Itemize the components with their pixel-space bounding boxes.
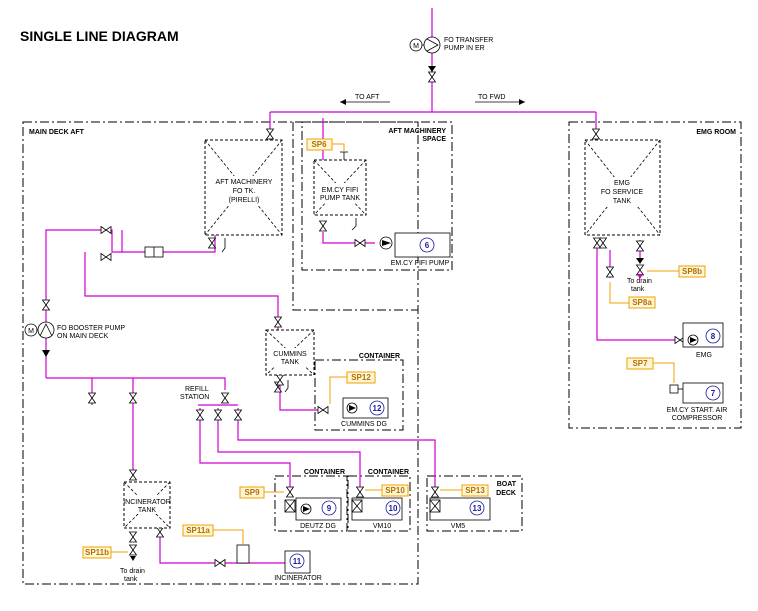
- zone-main-deck-aft: [22, 121, 419, 585]
- zone-label-boat-deck-2: DECK: [496, 490, 516, 497]
- zone-divider: [292, 122, 418, 311]
- consumer-number-fifi: 6: [425, 241, 430, 250]
- tank-fifi-label-2: PUMP TANK: [320, 195, 360, 202]
- consumer-deutz-dg: [284, 497, 342, 521]
- sample-point-sp8a: [609, 282, 656, 309]
- consumer-label-vm5: VM5: [451, 523, 466, 530]
- consumer-number-vm5: 13: [473, 504, 482, 513]
- consumer-label-vm10: VM10: [373, 523, 391, 530]
- consumer-label-compressor-1: EM.CY START. AIR: [667, 407, 728, 414]
- fo-booster-pump: [24, 321, 55, 339]
- drain-valve-aft: [221, 238, 226, 253]
- consumer-number-deutz: 9: [327, 504, 332, 513]
- sample-point-sp8b-label: SP8b: [682, 267, 702, 276]
- flow-arrow-fwd: [475, 99, 525, 105]
- zone-label-aft-machinery-2: SPACE: [422, 136, 446, 143]
- tank-aft-machinery-label-1: AFT MACHINERY: [216, 179, 273, 186]
- flow-label-to-fwd: TO FWD: [478, 94, 505, 101]
- booster-pump-motor-label: M: [28, 328, 34, 335]
- consumer-label-incinerator: INCINERATOR: [274, 575, 322, 582]
- consumer-label-fifi: EM.CY FIFI PUMP: [391, 260, 450, 267]
- consumer-emg: [682, 322, 724, 348]
- consumer-number-vm10: 10: [389, 504, 398, 513]
- consumer-number-compressor: 7: [711, 389, 716, 398]
- sample-point-sp13: [440, 484, 489, 497]
- sample-point-sp6: [306, 138, 345, 152]
- tank-cummins-label-2: TANK: [281, 359, 299, 366]
- tank-aft-machinery-label-2: FO TK.: [233, 188, 255, 195]
- sample-point-sp10-label: SP10: [385, 486, 405, 495]
- tank-cummins-label-1: CUMMINS: [273, 351, 307, 358]
- zone-aft-machinery-space: [301, 121, 453, 271]
- consumer-number-incinerator: 11: [293, 557, 302, 566]
- tank-emg-label-2: FO SERVICE: [601, 189, 644, 196]
- tank-fifi-label-1: EM.CY FIFI: [322, 187, 358, 194]
- consumer-label-emg: EMG: [696, 352, 712, 359]
- drain-label-emg-2: tank: [631, 286, 645, 293]
- consumer-cummins-dg: [342, 397, 389, 419]
- consumer-air-compressor: [669, 382, 724, 404]
- sample-point-sp11a-label: SP11a: [186, 526, 210, 535]
- zone-label-emg-room: EMG ROOM: [696, 129, 736, 136]
- sample-point-sp7-label: SP7: [632, 359, 648, 368]
- refill-station-label-1: REFILL: [185, 386, 209, 393]
- flow-label-to-aft: TO AFT: [355, 94, 380, 101]
- booster-pump-label-2: ON MAIN DECK: [57, 333, 109, 340]
- zone-container-vm10: [347, 475, 411, 532]
- sample-point-sp12: [329, 371, 376, 404]
- consumer-label-compressor-2: COMPRESSOR: [672, 415, 723, 422]
- pipe-network: [45, 8, 678, 564]
- consumer-incinerator: [236, 544, 311, 574]
- check-valve-booster: [42, 350, 50, 357]
- consumer-number-emg: 8: [711, 332, 716, 341]
- sample-point-sp12-label: SP12: [351, 373, 371, 382]
- sample-point-sp7: [626, 357, 675, 383]
- check-valve-emg: [636, 258, 644, 264]
- tank-aft-machinery-label-3: (PIRELLI): [229, 197, 260, 204]
- booster-pump-label-1: FO BOOSTER PUMP: [57, 325, 125, 332]
- transfer-pump-label-2: PUMP IN ER: [444, 45, 485, 52]
- fo-transfer-pump: [409, 36, 441, 54]
- consumer-number-cummins: 12: [373, 404, 382, 413]
- sample-point-sp10: [365, 484, 409, 497]
- sample-point-sp6-label: SP6: [311, 140, 327, 149]
- tank-emg-label-1: EMG: [614, 180, 630, 187]
- transfer-pump-label-1: FO TRANSFER: [444, 37, 493, 44]
- flow-arrow-aft: [340, 99, 390, 105]
- sample-point-sp8a-label: SP8a: [632, 298, 652, 307]
- zone-boat-deck: [426, 475, 523, 532]
- consumer-fifi-pump: [379, 232, 451, 258]
- sample-point-sp11b-label: SP11b: [85, 548, 109, 557]
- check-valve-transfer: [428, 66, 436, 72]
- zone-label-container-vm10: CONTAINER: [368, 469, 409, 476]
- consumer-label-cummins: CUMMINS DG: [341, 421, 387, 428]
- sample-point-sp9-label: SP9: [244, 488, 260, 497]
- zone-label-boat-deck-1: BOAT: [497, 481, 517, 488]
- sample-point-sp11a: [182, 524, 244, 545]
- zone-label-main-deck-aft: MAIN DECK AFT: [29, 129, 85, 136]
- zone-emg-room: [568, 121, 742, 429]
- sample-point-sp8b: [647, 265, 706, 278]
- zone-label-aft-machinery-1: AFT MACHINERY: [388, 128, 446, 135]
- consumer-label-deutz: DEUTZ DG: [300, 523, 336, 530]
- sample-point-sp13-label: SP13: [465, 486, 485, 495]
- sample-point-sp11b: [82, 546, 128, 559]
- drain-label-emg-1: To drain: [627, 278, 652, 285]
- zone-label-container-deutz: CONTAINER: [304, 469, 345, 476]
- zone-container-deutz: [274, 475, 348, 532]
- zone-container-cummins: [314, 359, 404, 431]
- refill-station-label-2: STATION: [180, 394, 209, 401]
- zone-label-container-cummins: CONTAINER: [359, 353, 400, 360]
- transfer-pump-motor-label: M: [413, 43, 419, 50]
- tank-incinerator-label-1: INCINERATOR: [123, 499, 171, 506]
- diagram-title: SINGLE LINE DIAGRAM: [20, 28, 179, 44]
- tank-incinerator-label-2: TANK: [138, 507, 156, 514]
- consumer-vm5: [429, 497, 491, 521]
- tank-emg-label-3: TANK: [613, 198, 631, 205]
- drain-label-incinerator-1: To drain: [120, 568, 145, 575]
- consumer-vm10: [351, 497, 403, 521]
- drain-label-incinerator-2: tank: [124, 576, 138, 583]
- sample-point-sp9: [239, 486, 284, 499]
